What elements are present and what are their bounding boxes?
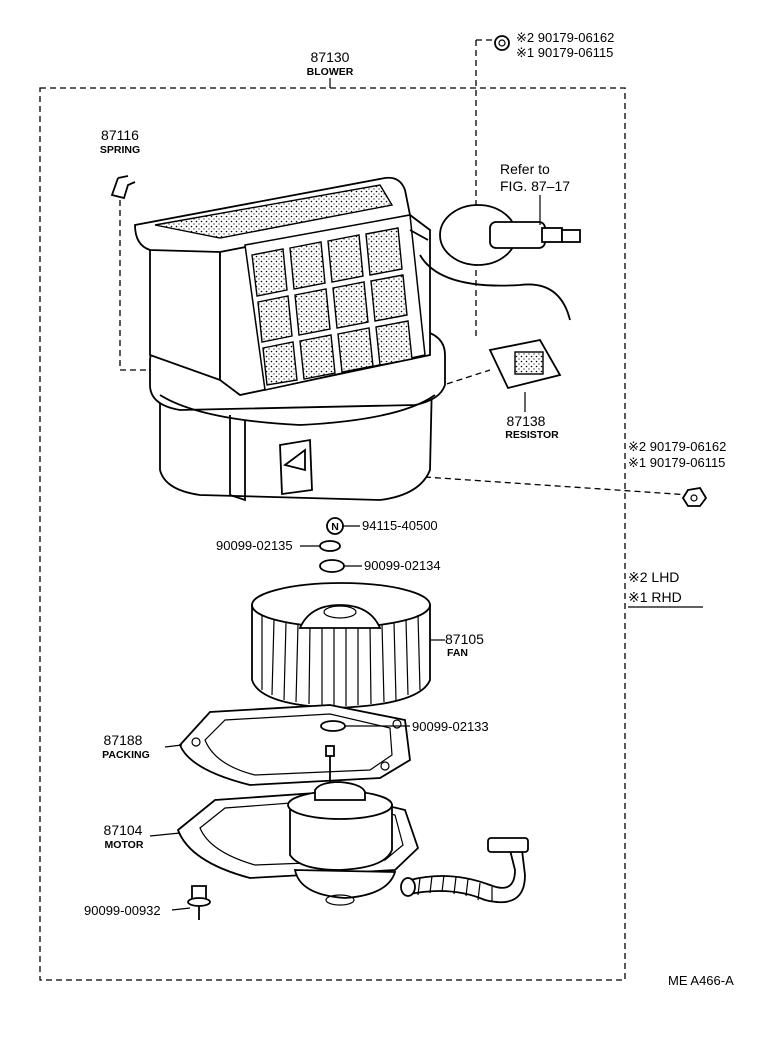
washer-right-number: 90099-02134: [364, 558, 441, 573]
nut-part-number: 94115-40500: [362, 518, 438, 533]
motor-number: 87104: [104, 822, 143, 838]
filter-grid: [244, 214, 426, 391]
spring-name: SPRING: [100, 144, 140, 156]
packing-name: PACKING: [102, 749, 150, 761]
motor-leader: [149, 832, 181, 837]
packing-gasket: [178, 704, 411, 786]
washer-left-number: 90099-02135: [216, 538, 293, 553]
legend-rhd: ※1 RHD: [628, 589, 682, 605]
blower-name: BLOWER: [307, 66, 354, 78]
fan-washer-number: 90099-02133: [412, 719, 489, 734]
packing-leader: [164, 744, 183, 748]
side-nut: [681, 487, 708, 507]
nut-symbol: N: [326, 517, 344, 535]
screw-number: 90099-00932: [84, 903, 161, 918]
side-nut-line1: ※2 90179-06162: [628, 439, 726, 454]
side-nut-line2: ※1 90179-06115: [628, 455, 725, 470]
servo-actuator: [409, 204, 581, 321]
legend-lhd: ※2 LHD: [628, 569, 679, 585]
screw-part: [187, 885, 211, 920]
blower-housing: [134, 176, 446, 502]
spring-number: 87116: [101, 127, 139, 143]
side-nut-dashed-leader: [394, 474, 691, 496]
blower-number: 87130: [311, 49, 350, 65]
top-nut: [494, 35, 510, 51]
resistor-name: RESISTOR: [505, 429, 559, 441]
motor-assembly: [176, 745, 420, 906]
washer-right: [319, 559, 345, 573]
top-nut-line1: ※2 90179-06162: [516, 30, 614, 45]
fan-number: 87105: [445, 631, 484, 647]
fan-wheel: [251, 582, 431, 709]
refer-line1: Refer to: [500, 161, 550, 177]
resistor-part: [488, 338, 562, 390]
fan-washer: [320, 720, 346, 732]
diagram-code: ME A466-A: [668, 973, 734, 988]
nut-symbol-letter: N: [331, 521, 339, 533]
top-nut-line2: ※1 90179-06115: [516, 45, 613, 60]
motor-harness: [400, 837, 529, 904]
fan-name: FAN: [447, 647, 468, 659]
spring-clip: [110, 175, 136, 200]
packing-number: 87188: [104, 732, 143, 748]
refer-line2: FIG. 87–17: [500, 178, 570, 194]
assembly-boundary: [39, 87, 626, 981]
washer-left: [319, 540, 341, 552]
resistor-number: 87138: [507, 413, 546, 429]
motor-name: MOTOR: [105, 839, 144, 851]
